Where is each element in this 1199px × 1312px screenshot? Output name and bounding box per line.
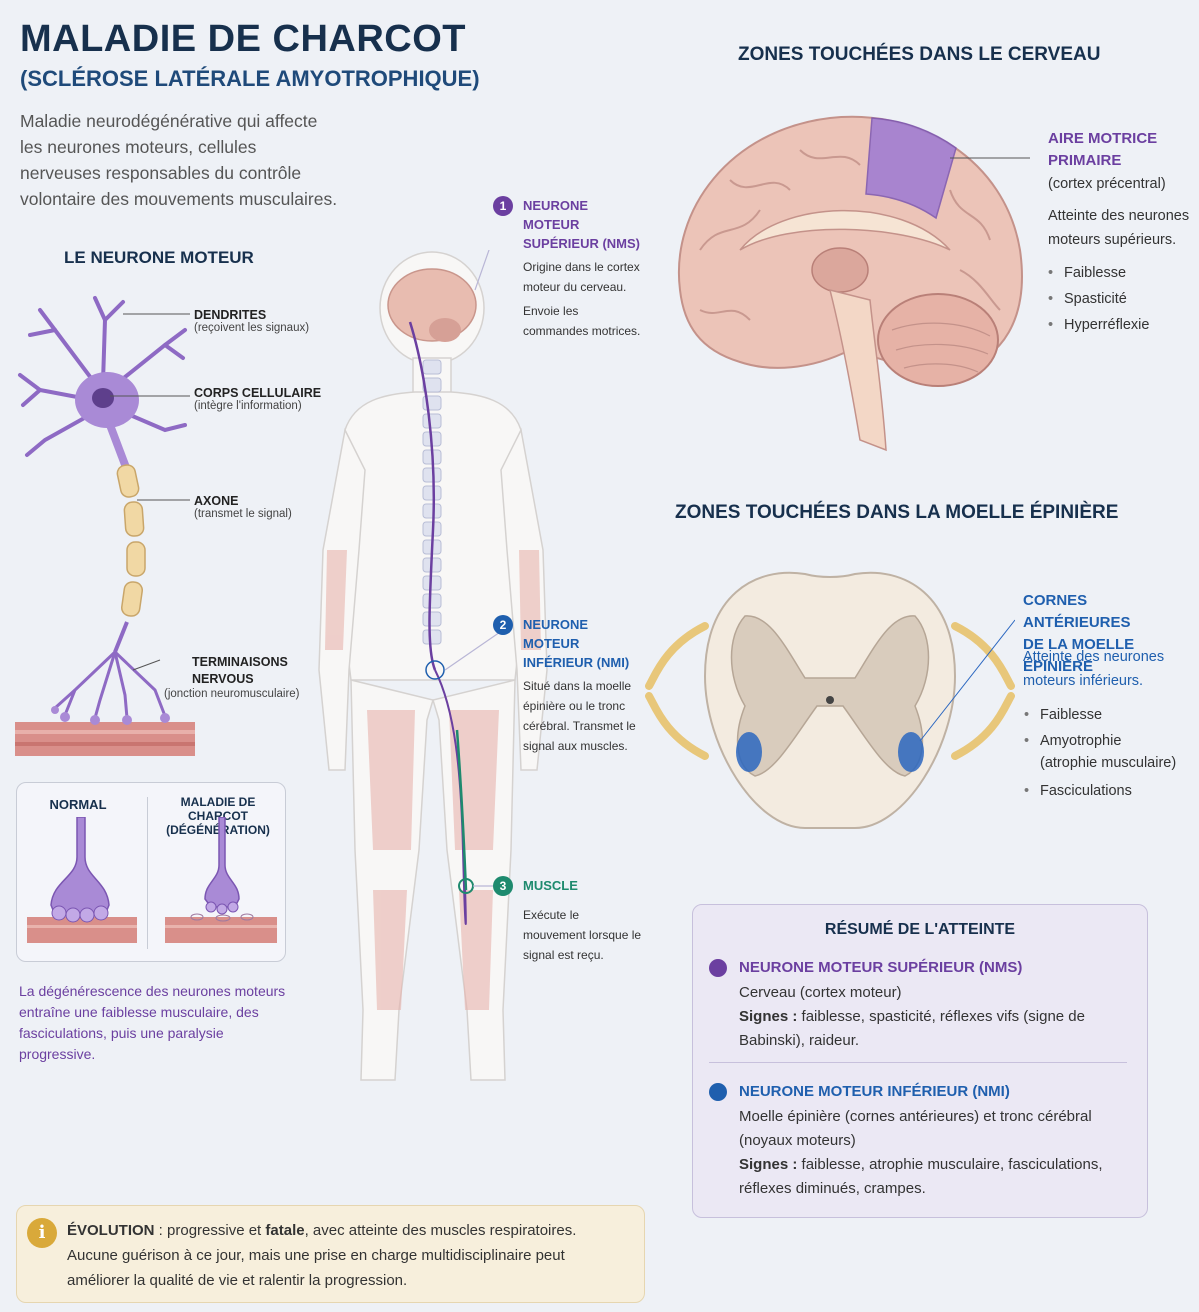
summary-nms: NEURONE MOTEUR SUPÉRIEUR (NMS) Cerveau (… <box>739 959 1085 1049</box>
label-axon: AXONE (transmet le signal) <box>194 494 292 520</box>
spinal-cord-cross-section <box>645 571 1015 829</box>
muscle-strip <box>15 722 195 756</box>
label-dendrites: DENDRITES (reçoivent les signaux) <box>194 308 310 334</box>
spine-section-title: ZONES TOUCHÉES DANS LA MOELLE ÉPINIÈRE <box>675 502 1119 523</box>
spine-symptom: Fasciculations <box>1022 778 1182 804</box>
brainstem <box>828 288 887 452</box>
page-title: MALADIE DE CHARCOT <box>20 18 466 60</box>
step-upper-motor-neuron: 1 NEURONE MOTEUR SUPÉRIEUR (NMS) Origine… <box>493 196 643 341</box>
gyri <box>699 149 1001 321</box>
anterior-horn-left <box>736 732 762 772</box>
comparison-panel: NORMAL MALADIE DE CHARCOT (DÉGÉNÉRATION) <box>16 782 286 962</box>
body-illustration <box>318 250 548 1081</box>
step-lower-motor-neuron: 2 NEURONE MOTEUR INFÉRIEUR (NMI) Situé d… <box>493 615 643 756</box>
step-muscle: 3 MUSCLE Exécute le mouvement lorsque le… <box>493 876 643 965</box>
nerve-roots <box>645 622 1015 760</box>
summary-nmi: NEURONE MOTEUR INFÉRIEUR (NMI) Moelle ép… <box>739 1083 1103 1197</box>
nerve-terminals <box>53 650 167 719</box>
summary-panel: RÉSUMÉ DE L'ATTEINTE NEURONE MOTEUR SUPÉ… <box>692 904 1148 1218</box>
label-terminals: TERMINAISONS NERVOUS (jonction neuromusc… <box>164 655 300 700</box>
lower-neuron-marker <box>425 660 445 680</box>
neuron-section-title: LE NEURONE MOTEUR <box>64 248 254 267</box>
normal-label: NORMAL <box>49 797 107 812</box>
brain-desc: Atteinte des neurones moteurs supérieurs… <box>1048 208 1190 248</box>
page-subtitle: (SCLÉROSE LATÉRALE AMYOTROPHIQUE) <box>20 66 480 91</box>
neuron-illustration <box>15 296 195 756</box>
degenerated-terminal <box>204 817 240 908</box>
brain-illustration <box>677 115 1030 452</box>
motor-area-label: AIRE MOTRICE PRIMAIRE (cortex précentral… <box>1048 130 1166 192</box>
upper-motor-neuron-path <box>408 321 437 671</box>
cerebellum <box>877 293 999 387</box>
label-cell-body: CORPS CELLULAIRE (intègre l'information) <box>194 386 322 412</box>
gray-matter <box>730 615 930 777</box>
summary-title: RÉSUMÉ DE L'ATTEINTE <box>824 921 1016 938</box>
spine-symptom-list: Faiblesse Amyotrophie (atrophie musculai… <box>1022 702 1182 804</box>
thalamus <box>811 247 869 293</box>
muscle-nerve-path <box>455 729 468 891</box>
normal-terminal <box>50 817 110 916</box>
central-canal <box>826 696 834 704</box>
brain-symptom: Spasticité <box>1046 286 1149 312</box>
step-1-badge: 1 <box>493 196 513 216</box>
step-3-badge: 3 <box>493 876 513 896</box>
anterior-horn-right <box>898 732 924 772</box>
nucleus <box>92 388 114 408</box>
anterior-horns-label: CORNES ANTÉRIEURES DE LA MOELLE ÉPINIÈRE <box>1023 592 1135 675</box>
evolution-panel: i ÉVOLUTION : progressive et fatale, ave… <box>16 1205 645 1303</box>
nms-dot <box>709 959 727 977</box>
intro-text: Maladie neurodégénérative qui affecte le… <box>20 111 338 209</box>
spine-desc: Atteinte des neurones moteurs inférieurs… <box>1023 649 1165 689</box>
synapse-comparison-illustration <box>27 817 277 943</box>
disease-label: MALADIE DE CHARCOT (DÉGÉNÉRATION) <box>166 795 270 837</box>
step-2-badge: 2 <box>493 615 513 635</box>
spine-symptom: Amyotrophie (atrophie musculaire) <box>1022 730 1182 774</box>
brain-symptom-list: Faiblesse Spasticité Hyperréflexie <box>1046 260 1149 338</box>
primary-motor-cortex <box>865 117 957 220</box>
brain-symptom: Hyperréflexie <box>1046 312 1149 338</box>
nmi-dot <box>709 1083 727 1101</box>
info-icon: i <box>27 1218 57 1248</box>
evolution-text: ÉVOLUTION : progressive et fatale, avec … <box>67 1222 577 1289</box>
corpus-callosum <box>739 209 951 251</box>
brain-symptom: Faiblesse <box>1046 260 1149 286</box>
muscles <box>325 550 541 1010</box>
axon <box>116 464 146 617</box>
brain-section-title: ZONES TOUCHÉES DANS LE CERVEAU <box>738 44 1101 65</box>
degeneration-caption: La dégénérescence des neurones moteurs e… <box>19 983 286 1062</box>
spine-symptom: Faiblesse <box>1022 702 1182 728</box>
